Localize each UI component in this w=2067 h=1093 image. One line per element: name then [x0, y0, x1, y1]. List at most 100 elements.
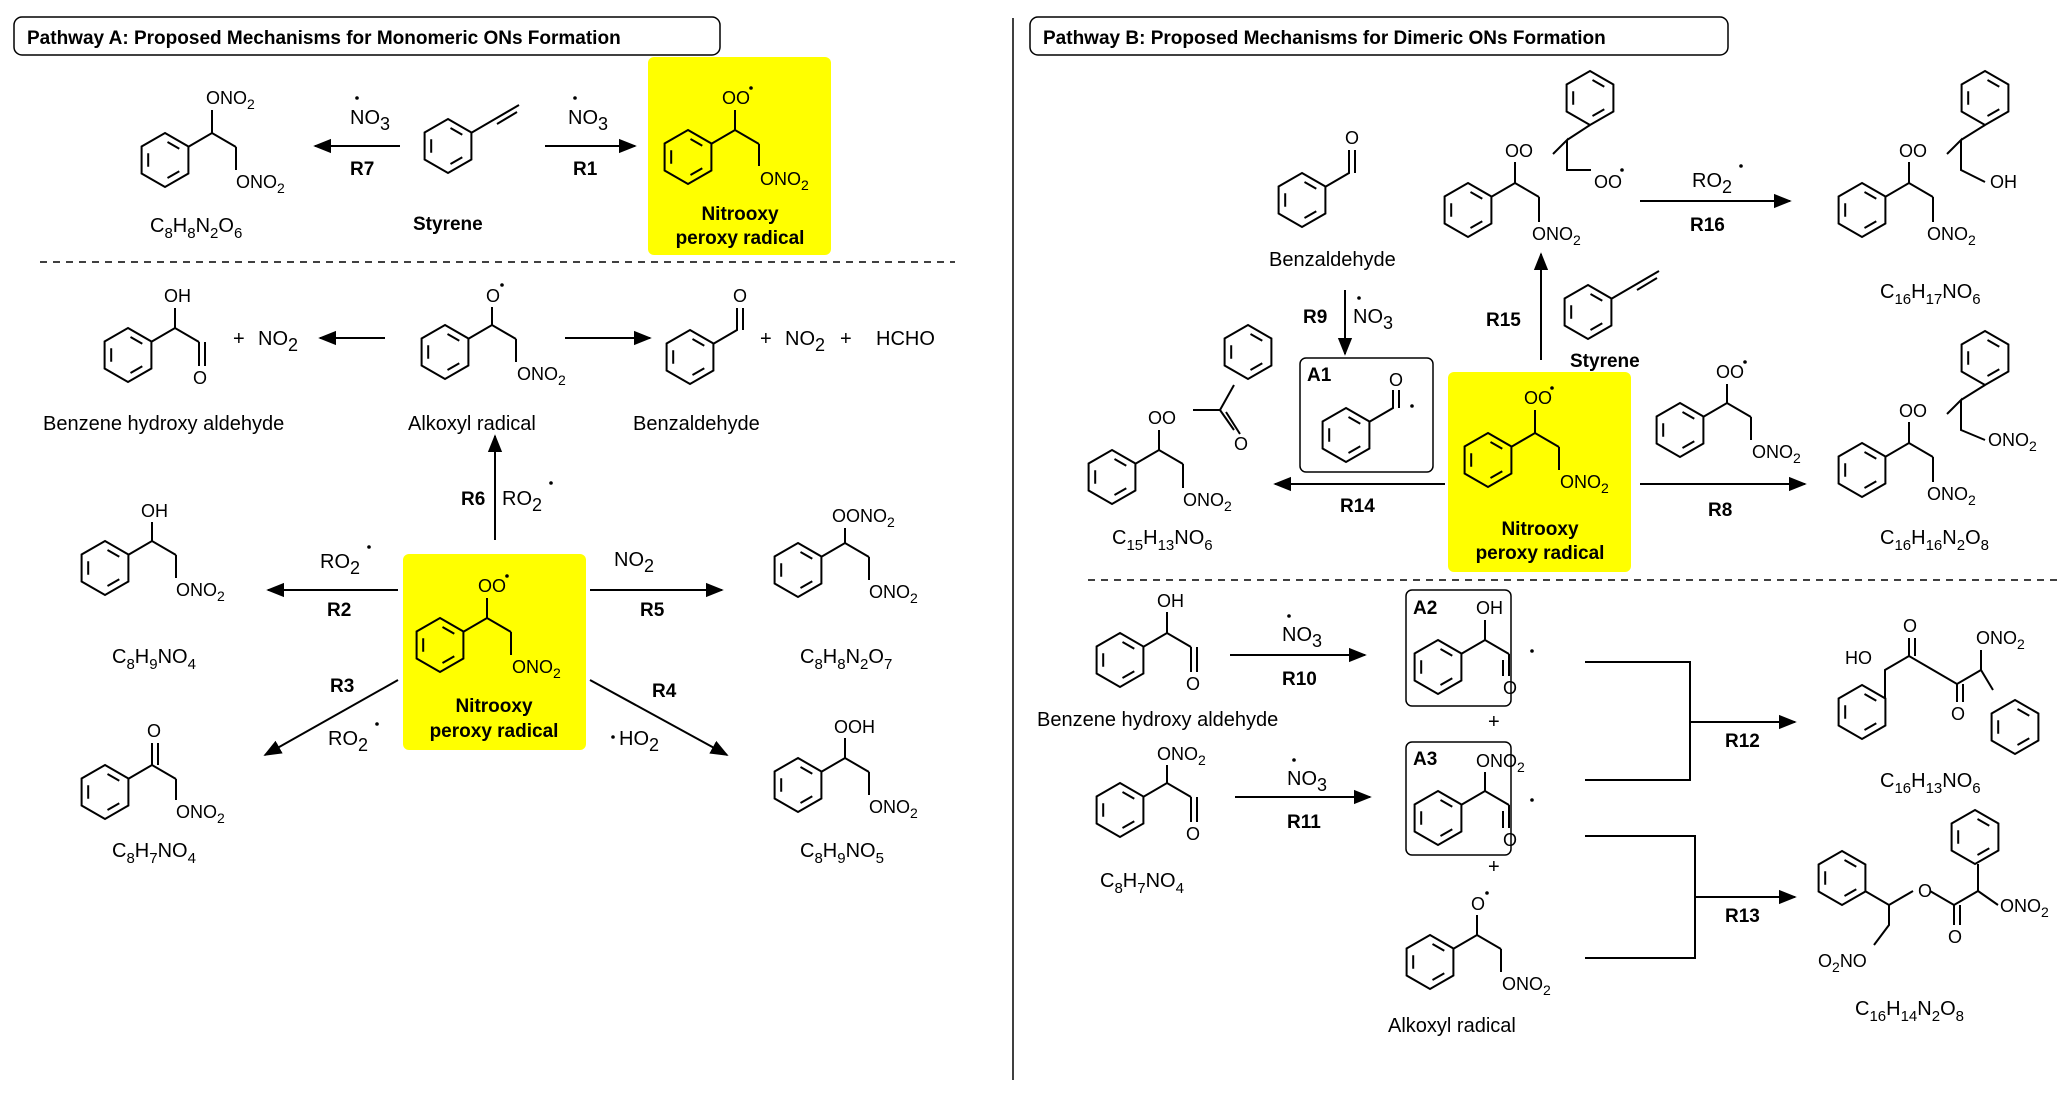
atom-c8h9no5-ono2: ONO2: [869, 797, 918, 821]
benzene-ring-c8h7no4-b: [1095, 781, 1145, 839]
atom-alkoxyl-b-ono2: ONO2: [1502, 974, 1551, 998]
side-chain-c8h7no4-a: [127, 743, 177, 800]
reagent-labels: NO3 NO3 RO2 RO2 NO2 RO2 HO2 RO2 NO3 NO3 …: [320, 96, 1743, 795]
atom-nitrooxy-mid-oo: OO: [478, 576, 506, 596]
reagent-ro2-r16: RO2: [1692, 164, 1743, 197]
side-chain-a3: [1460, 772, 1510, 828]
benzene-ring-c8h9no4: [80, 539, 130, 597]
benzene-ring-nitrooxy-top: [663, 128, 713, 186]
atom-hydroxy-aldehyde-b-oh: OH: [1157, 591, 1184, 611]
svg-text:RO2: RO2: [502, 488, 542, 515]
benzene-ring-c16h14n2o8-2: [1950, 808, 2000, 866]
side-chain-c16h13no6: [1884, 638, 1994, 702]
label-r14: R14: [1340, 496, 1375, 517]
label-r1: R1: [573, 159, 598, 180]
atom-c16h17no6-oh: OH: [1990, 172, 2017, 192]
formula-c15h13no6: C15H13NO6: [1112, 527, 1213, 554]
nitrooxy-label-top-2: peroxy radical: [676, 228, 805, 249]
label-a2: A2: [1413, 598, 1437, 619]
atom-a2-o: O: [1503, 678, 1517, 698]
nitrooxy-label-b-2: peroxy radical: [1476, 543, 1605, 564]
formula-c8h8n2o7: C8H8N2O7: [800, 646, 892, 673]
atom-hydroxy-aldehyde-oh: OH: [164, 286, 191, 306]
benzene-ring-alkoxyl-b: [1405, 933, 1455, 991]
atom-c16h13no6-o-b: O: [1951, 704, 1965, 724]
atom-benzaldehyde-b-o: O: [1345, 128, 1359, 148]
label-r6: R6: [461, 489, 485, 510]
formula-c16h16n2o8: C16H16N2O8: [1880, 527, 1989, 554]
intermediate-box-a3: [1405, 741, 1512, 856]
atom-a2-oh: OH: [1476, 598, 1503, 618]
radical-dot-alkoxyl-b: [1485, 891, 1489, 895]
pathway-b-header: Pathway B: Proposed Mechanisms for Dimer…: [1029, 16, 1729, 56]
benzene-ring-benzaldehyde-a: [665, 328, 715, 386]
svg-text:RO2: RO2: [1692, 170, 1732, 197]
radical-dot-nitrooxy-mid: [505, 574, 509, 578]
atom-nitrooxy-b-ono2: ONO2: [1560, 472, 1609, 496]
benzene-ring-r7-product: [140, 131, 190, 189]
nitrooxy-label-mid-2: peroxy radical: [430, 721, 559, 742]
reaction-arrows: [263, 138, 1807, 959]
styrene-label-b: Styrene: [1570, 351, 1640, 372]
label-r12: R12: [1725, 731, 1760, 752]
atom-c8h9no4-ono2: ONO2: [176, 580, 225, 604]
label-r16: R16: [1690, 215, 1725, 236]
atom-hydroxy-aldehyde-o: O: [193, 368, 207, 388]
byproducts-alkoxyl-right: + NO2 + HCHO: [760, 328, 935, 355]
styrene-label-a: Styrene: [413, 214, 483, 235]
formula-c16h17no6: C16H17NO6: [1880, 281, 1981, 308]
benzene-ring-a3: [1413, 789, 1463, 847]
formula-c8h9no4: C8H9NO4: [112, 646, 196, 673]
atom-c16h16n2o8-ono2-a: ONO2: [1988, 430, 2037, 454]
atom-c16h14n2o8-o-carbonyl: O: [1948, 927, 1962, 947]
compound-names: Styrene Nitrooxy peroxy radical Benzene …: [43, 204, 1640, 1037]
atom-c8h7no4-b-ono2: ONO2: [1157, 744, 1206, 768]
side-chain-benzaldehyde-b: [1324, 150, 1356, 188]
svg-text:RO2: RO2: [320, 551, 360, 578]
atom-hydroxy-aldehyde-b-o: O: [1186, 674, 1200, 694]
benzene-ring-a2: [1413, 638, 1463, 696]
radical-dot-r8-reagent: [1743, 360, 1747, 364]
label-r8: R8: [1708, 500, 1732, 521]
reagent-no3-r10: NO3: [1282, 614, 1322, 651]
atom-c16h13no6-ho: HO: [1845, 648, 1872, 668]
benzene-ring-c16h17no6-2: [1960, 69, 2010, 127]
pathway-a-header: Pathway A: Proposed Mechanisms for Monom…: [13, 16, 721, 56]
atom-c8h8n2o7-oono2: OONO2: [832, 506, 895, 530]
svg-text:NO3: NO3: [1287, 768, 1327, 795]
nitrooxy-label-top-1: Nitrooxy: [701, 204, 779, 225]
label-r15: R15: [1486, 310, 1521, 331]
atom-nitrooxy-top-ono2: ONO2: [760, 169, 809, 193]
atom-r15-product-oo: OO: [1505, 141, 1533, 161]
plus-a3-alkoxyl: +: [1488, 856, 1500, 878]
reagent-ho2-r4: HO2: [611, 728, 659, 755]
label-r13: R13: [1725, 906, 1760, 927]
side-chain-c8h8n2o7: [820, 528, 870, 580]
plus-a2-a3: +: [1488, 711, 1500, 733]
svg-text:Pathway A: Proposed Mechanisms: Pathway A: Proposed Mechanisms for Monom…: [27, 28, 621, 49]
label-r9: R9: [1303, 307, 1327, 328]
benzene-ring-hydroxy-aldehyde-a: [103, 326, 153, 384]
benzene-ring-alkoxyl-a: [420, 323, 470, 381]
side-chain-nitrooxy-b: [1510, 410, 1560, 470]
side-chain-c16h17no6: [1884, 124, 1986, 222]
atom-c15h13no6-oo: OO: [1148, 408, 1176, 428]
benzene-hydroxy-aldehyde-label-a: Benzene hydroxy aldehyde: [43, 413, 284, 435]
side-chain-c16h14n2o8: [1864, 864, 1999, 946]
formula-c16h14n2o8: C16H14N2O8: [1855, 998, 1964, 1025]
svg-text:NO2: NO2: [785, 328, 825, 355]
benzene-ring-hydroxy-aldehyde-b: [1095, 631, 1145, 689]
atom-c16h14n2o8-o-ester: O: [1918, 881, 1932, 901]
side-chain-r15-product: [1490, 124, 1591, 222]
reaction-labels: R7 R1 R6 R2 R5 R3 R4 R16 R9 R15 R14 R8 R…: [327, 159, 1760, 927]
svg-text:RO2: RO2: [328, 728, 368, 755]
svg-text:NO2: NO2: [258, 328, 298, 355]
label-a3: A3: [1413, 749, 1437, 770]
reagent-ro2-r3: RO2: [328, 722, 379, 755]
reagent-no3-r9: NO3: [1353, 296, 1393, 333]
intermediate-box-a2: [1405, 589, 1512, 707]
side-chain-alkoxyl-a: [467, 307, 517, 362]
side-chain-c15h13no6: [1134, 384, 1241, 488]
atom-c8h7no4-b-o: O: [1186, 824, 1200, 844]
